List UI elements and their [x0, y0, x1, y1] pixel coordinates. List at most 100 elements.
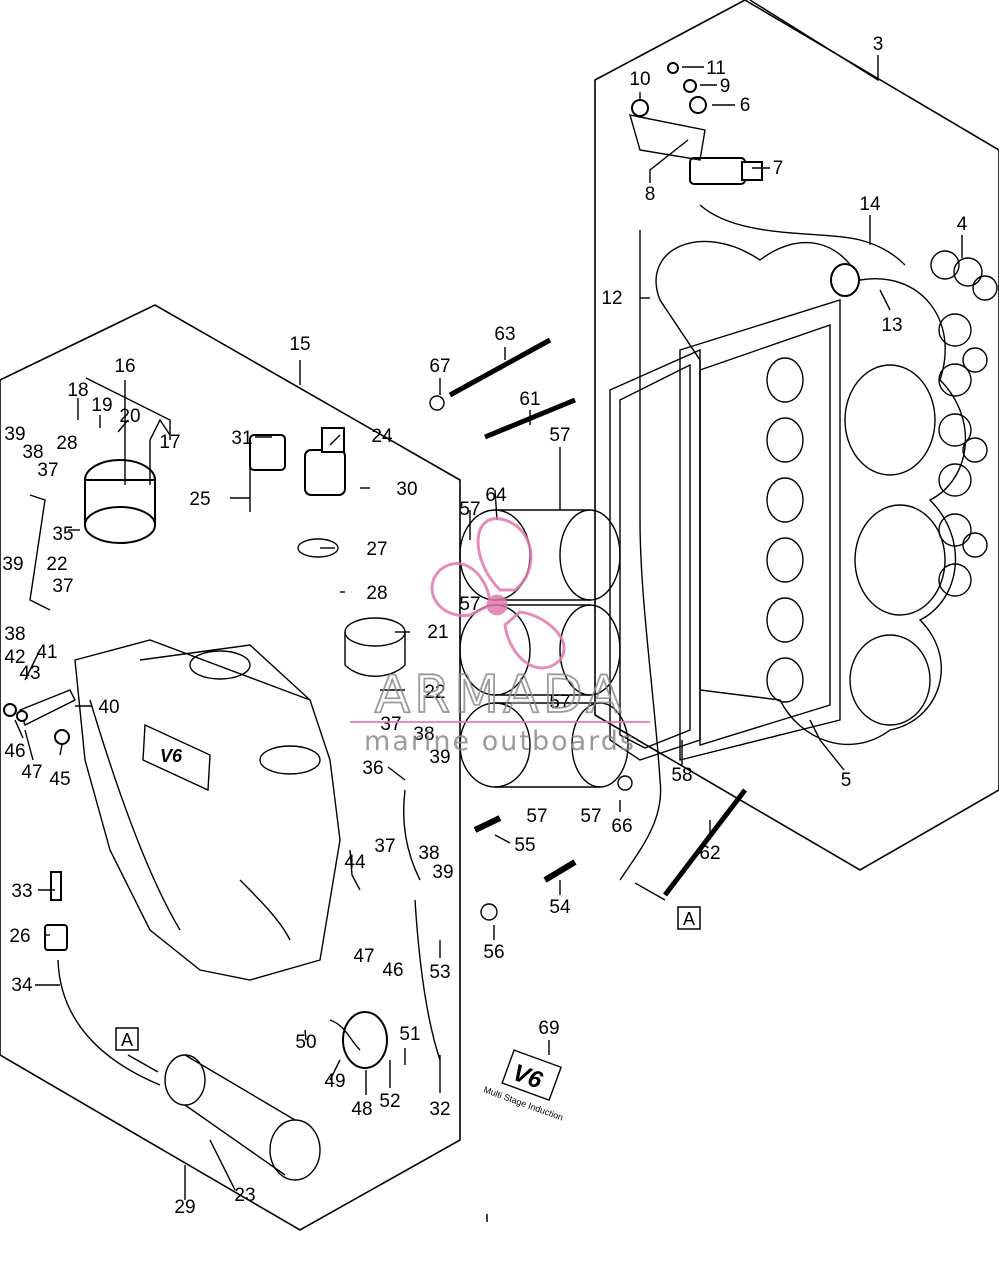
intake-manifold-assembly: V6: [3, 427, 441, 1181]
callout-57c: 57: [459, 594, 480, 615]
callout-40: 40: [98, 697, 119, 718]
intake-plate-assembly: [609, 62, 998, 881]
callout-51: 51: [399, 1024, 420, 1045]
callout-36: 36: [362, 758, 383, 779]
reference-box-right: A: [634, 882, 701, 930]
callout-67: 67: [429, 356, 450, 377]
callout-14: 14: [859, 194, 881, 215]
callout-52: 52: [379, 1091, 400, 1112]
callout-37c: 37: [380, 714, 401, 735]
callout-7: 7: [773, 158, 784, 179]
callout-54: 54: [549, 897, 571, 918]
callout-8: 8: [645, 184, 656, 205]
svg-text:A: A: [683, 909, 695, 929]
callout-13: 13: [881, 315, 902, 336]
manifold-emblem-model: V6: [160, 746, 183, 766]
callout-43: 43: [19, 663, 40, 684]
callout-38a: 38: [22, 442, 43, 463]
callout-50: 50: [295, 1032, 316, 1053]
callout-29: 29: [174, 1197, 195, 1218]
callout-48: 48: [351, 1099, 372, 1120]
callout-labels: 3 4 5 6 7 8 9 10 11 12 13 14 15 16 17 18…: [2, 34, 967, 1218]
callout-22a: 22: [46, 554, 67, 575]
callout-31: 31: [231, 428, 252, 449]
callout-24: 24: [371, 426, 393, 447]
callout-38b: 38: [4, 624, 25, 645]
callout-55: 55: [514, 835, 535, 856]
propeller-logo-icon: [430, 517, 566, 670]
callout-25: 25: [189, 489, 210, 510]
callout-21: 21: [427, 622, 448, 643]
callout-58: 58: [671, 765, 692, 786]
v6-emblem-part: V6 Multi Stage Induction: [482, 1049, 565, 1123]
callout-3: 3: [873, 34, 884, 55]
callout-6: 6: [740, 95, 751, 116]
callout-46a: 46: [4, 741, 25, 762]
callout-16: 16: [114, 356, 135, 377]
callout-56: 56: [483, 942, 504, 963]
callout-64: 64: [485, 485, 507, 506]
callout-44: 44: [344, 852, 366, 873]
callout-33: 33: [11, 881, 32, 902]
callout-12: 12: [601, 288, 622, 309]
callout-30: 30: [396, 479, 417, 500]
callout-22b: 22: [424, 682, 445, 703]
callout-57f: 57: [580, 806, 601, 827]
frame-cylinder-head-intake: [594, 0, 999, 871]
callout-18: 18: [67, 380, 88, 401]
callout-39b: 39: [2, 554, 23, 575]
callout-46b: 46: [382, 960, 403, 981]
callout-37d: 37: [374, 836, 395, 857]
callout-47b: 47: [353, 946, 374, 967]
callout-42: 42: [4, 647, 25, 668]
callout-17: 17: [159, 432, 180, 453]
callout-28b: 28: [366, 583, 387, 604]
callout-57d: 57: [549, 692, 570, 713]
callout-37b: 37: [52, 576, 73, 597]
callout-57a: 57: [459, 499, 480, 520]
studs: [429, 337, 747, 921]
callout-23: 23: [234, 1185, 255, 1206]
callout-9: 9: [720, 76, 731, 97]
callout-15: 15: [289, 334, 310, 355]
callout-41: 41: [36, 642, 57, 663]
callout-38c: 38: [413, 724, 434, 745]
callout-69: 69: [538, 1018, 559, 1039]
callout-5: 5: [841, 770, 852, 791]
callout-47a: 47: [21, 762, 42, 783]
callout-62: 62: [699, 843, 720, 864]
callout-20: 20: [119, 406, 140, 427]
callout-39a: 39: [4, 424, 25, 445]
callout-26: 26: [9, 926, 30, 947]
callout-61: 61: [519, 389, 540, 410]
frame-intake-manifold: [0, 304, 461, 1231]
callout-27: 27: [366, 539, 387, 560]
watermark-brand: ARMADA: [375, 665, 626, 725]
callout-4: 4: [957, 214, 968, 235]
callout-45: 45: [49, 769, 70, 790]
callout-57e: 57: [526, 806, 547, 827]
reference-box-left: A: [115, 1027, 159, 1073]
callout-39d: 39: [432, 862, 453, 883]
callout-35: 35: [52, 524, 73, 545]
leader-lines: [14, 0, 963, 1200]
callout-19: 19: [91, 395, 112, 416]
armada-watermark: ARMADA marine outboards: [350, 517, 650, 757]
emblem-model: V6: [509, 1059, 546, 1095]
callout-28a: 28: [56, 433, 77, 454]
callout-38d: 38: [418, 843, 439, 864]
callout-34: 34: [11, 975, 33, 996]
callout-66: 66: [611, 816, 632, 837]
callout-11: 11: [706, 58, 726, 79]
callout-10: 10: [629, 69, 650, 90]
watermark-tagline: marine outboards: [364, 726, 636, 757]
callout-63: 63: [494, 324, 515, 345]
callout-53: 53: [429, 962, 450, 983]
svg-text:A: A: [121, 1030, 133, 1050]
callout-39c: 39: [429, 747, 450, 768]
callout-37a: 37: [37, 460, 58, 481]
callout-57b: 57: [549, 425, 570, 446]
callout-49: 49: [324, 1071, 345, 1092]
callout-32: 32: [429, 1099, 450, 1120]
